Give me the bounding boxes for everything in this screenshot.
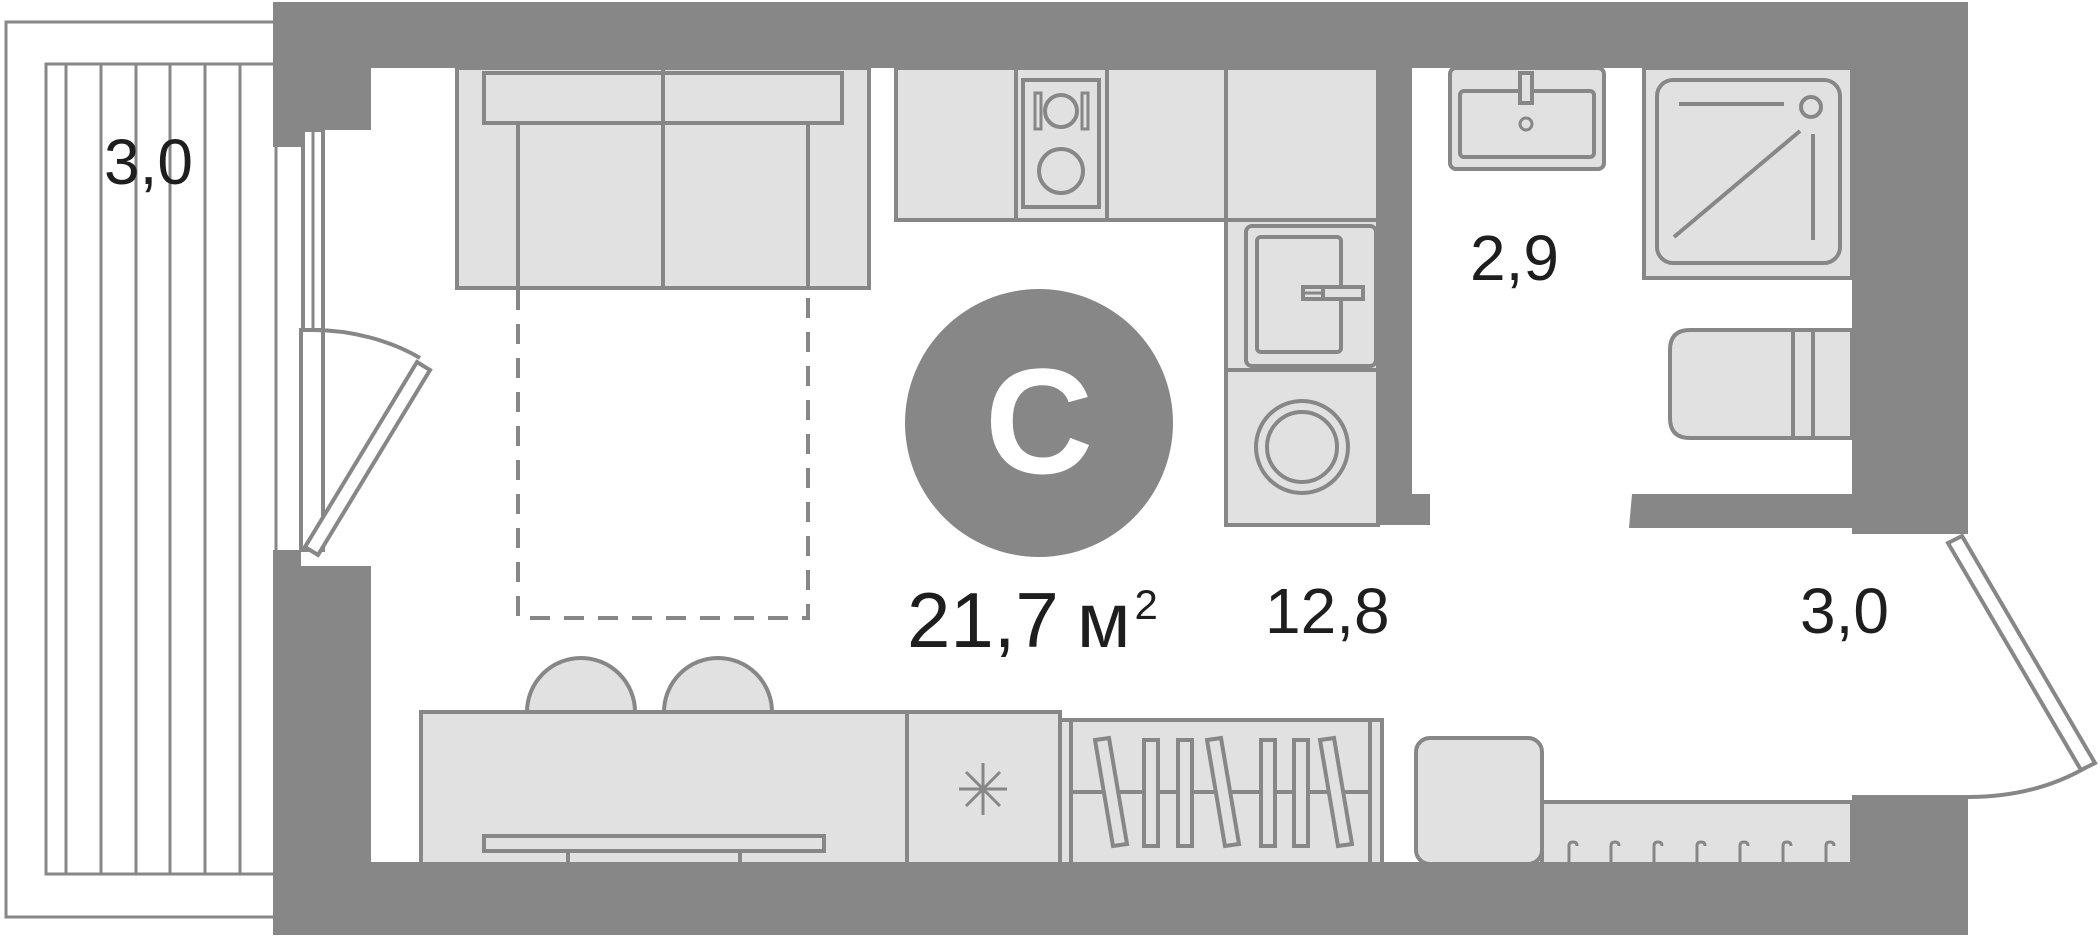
coat-hooks <box>1540 800 1854 866</box>
bathroom-sink <box>1448 66 1606 171</box>
stove-icon <box>1021 78 1101 209</box>
washing-machine <box>1224 368 1380 527</box>
walls <box>273 2 1968 935</box>
dining-table <box>419 656 1062 866</box>
entrance-door <box>1945 533 2098 799</box>
bed <box>455 66 871 620</box>
fan-icon <box>959 763 1007 815</box>
total-area-value: 21,7 <box>907 576 1059 664</box>
shower <box>1642 66 1854 280</box>
kitchen-counter <box>894 66 1380 222</box>
room-area-hallway: 3,0 <box>1800 575 1889 647</box>
room-area-main-room: 12,8 <box>1265 575 1390 647</box>
apartment-type-badge: С <box>905 289 1173 557</box>
apartment-type-letter: С <box>985 337 1093 505</box>
balcony-door <box>299 328 433 558</box>
balcony <box>4 20 278 919</box>
sink-cabinet <box>1224 218 1380 372</box>
window-left <box>301 128 325 332</box>
total-area-unit-power: 2 <box>1134 581 1157 628</box>
room-area-bathroom: 2,9 <box>1470 222 1559 294</box>
room-area-balcony: 3,0 <box>104 126 193 198</box>
shoe-rack <box>1058 718 1384 866</box>
pouf <box>1414 736 1544 866</box>
total-area-unit: м <box>1077 576 1131 664</box>
toilet <box>1668 328 1854 440</box>
